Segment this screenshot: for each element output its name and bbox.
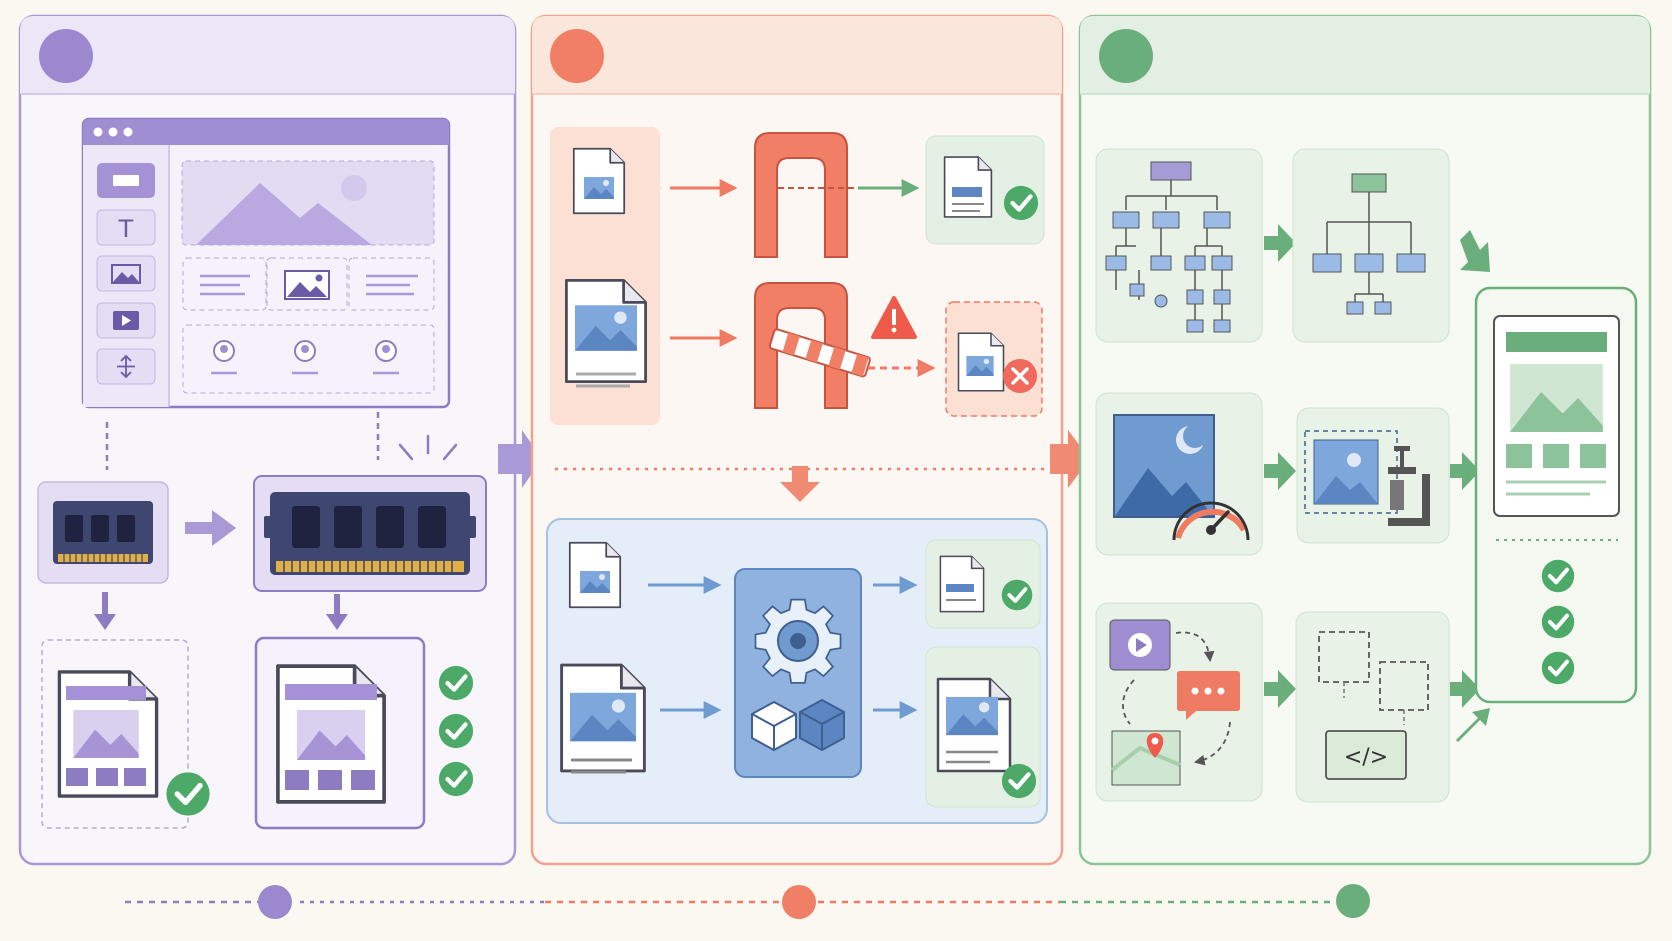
- memory-module-small: [37, 481, 169, 584]
- check-icon: [439, 666, 473, 700]
- avatar: [211, 340, 237, 375]
- gate-open: [754, 132, 860, 258]
- accepted-document: [925, 135, 1045, 245]
- panel-2-marker: [550, 29, 604, 83]
- image-tool-button[interactable]: [96, 255, 156, 292]
- error-x-icon: [1003, 359, 1037, 393]
- flow-arrow: [1450, 452, 1480, 490]
- check-icon: [1542, 560, 1574, 592]
- interactive-widgets: [1095, 602, 1263, 802]
- compress-clamp-icon: [1388, 446, 1430, 526]
- memory-module-large: [253, 475, 487, 592]
- cubes-icon: [751, 699, 845, 751]
- progress-line: [125, 884, 1370, 919]
- text-tool-button[interactable]: [96, 209, 156, 246]
- check-icon: [1002, 764, 1036, 798]
- processed-document-small: [925, 539, 1041, 629]
- input-document-large: [564, 278, 648, 388]
- input-document-large: [559, 663, 647, 774]
- check-icon: [1542, 606, 1574, 638]
- flow-arrow: [1264, 452, 1296, 490]
- check-icon: [439, 762, 473, 796]
- image-icon: [111, 264, 141, 284]
- editor-canvas: [181, 160, 435, 394]
- speed-gauge-icon: [1172, 501, 1250, 541]
- spacer-icon: [117, 354, 135, 379]
- avatar: [373, 340, 399, 375]
- panel-3-marker: [1099, 29, 1153, 83]
- flow-arrow: [1450, 670, 1480, 708]
- flow-arrow: [185, 510, 236, 546]
- processed-document-large: [925, 646, 1041, 808]
- rejected-document: [945, 301, 1043, 417]
- check-icon: [439, 714, 473, 748]
- input-document-small: [568, 541, 622, 609]
- code-component: </>: [1295, 611, 1450, 803]
- check-icon: [1004, 186, 1038, 220]
- warning-icon: [871, 296, 917, 339]
- flow-arrow: [1460, 230, 1490, 272]
- tree-complex: [1095, 148, 1263, 343]
- output-document-draft: [41, 639, 210, 829]
- highlight-rays: [398, 434, 458, 461]
- check-icon: [1542, 652, 1574, 684]
- progress-step-3: [1336, 884, 1370, 918]
- input-document-small: [572, 147, 626, 215]
- video-icon: [1128, 633, 1152, 657]
- tree-simple: [1292, 148, 1450, 343]
- image-compression: [1296, 407, 1450, 544]
- processing-area: [546, 518, 1048, 824]
- output-document-final: [254, 636, 426, 830]
- final-page: [1474, 286, 1638, 704]
- toolbox: T: [96, 163, 156, 385]
- progress-step-1: [258, 885, 292, 919]
- check-icon: [1000, 578, 1034, 612]
- flow-arrow: [1264, 670, 1296, 708]
- check-icon: [166, 772, 209, 815]
- panel-1-marker: [39, 29, 93, 83]
- progress-step-2: [782, 885, 816, 919]
- text-tool-glyph: T: [118, 215, 134, 243]
- flow-arrow: [1456, 708, 1490, 742]
- flow-arrow: [1050, 430, 1090, 488]
- flow-arrow: [1264, 224, 1296, 262]
- chat-icon: [1177, 671, 1240, 720]
- avatar: [292, 340, 318, 375]
- code-icon: </>: [1344, 745, 1388, 770]
- image-performance: [1095, 392, 1263, 556]
- editor-window: T: [81, 117, 451, 409]
- map-pin-icon: [1110, 730, 1181, 786]
- gear-icon: [754, 598, 842, 684]
- gate-blocked: [754, 282, 871, 409]
- flow-arrow: [780, 466, 820, 502]
